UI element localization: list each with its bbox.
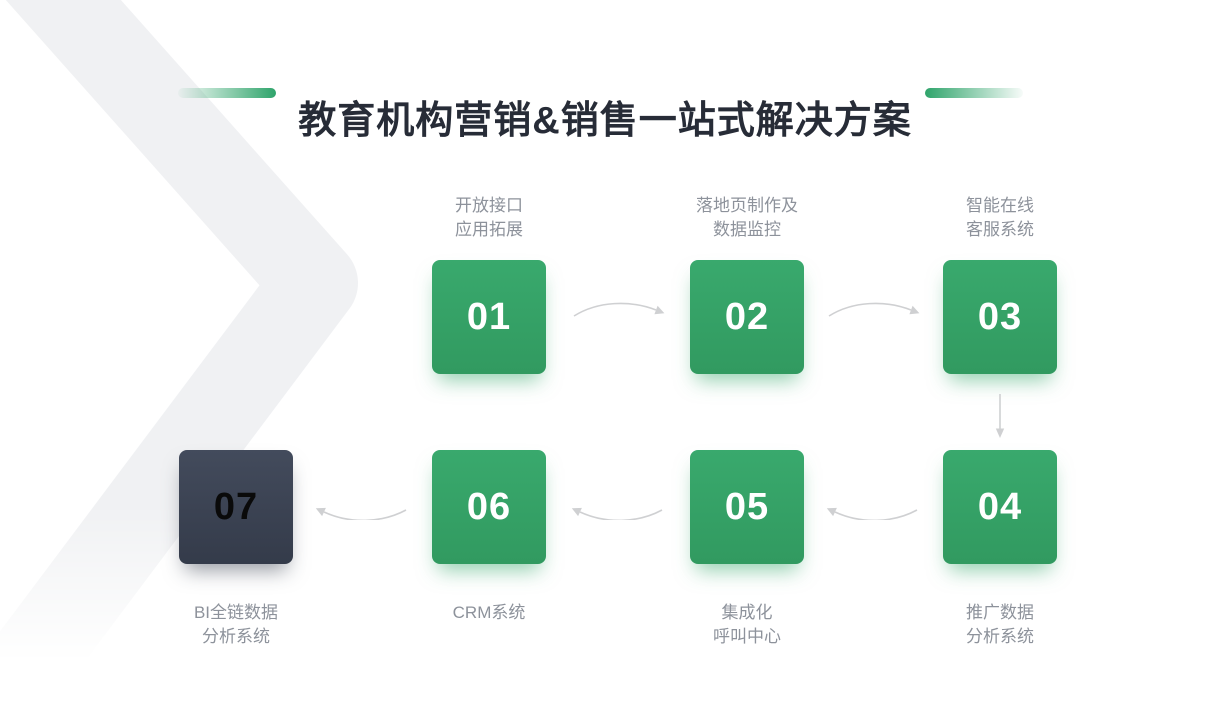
step-05-label-line2: 呼叫中心 (713, 627, 781, 646)
title-dash-left-icon (178, 88, 276, 98)
step-05-number: 05 (724, 485, 770, 528)
step-06-square: 06 (432, 450, 546, 564)
step-07-number: 07 (213, 485, 259, 528)
step-02-label-line1: 落地页制作及 (696, 196, 798, 215)
step-05-label: 集成化 呼叫中心 (637, 601, 857, 649)
step-01-label: 开放接口 应用拓展 (379, 194, 599, 242)
title-dash-right-icon (925, 88, 1023, 98)
step-03-square: 03 (943, 260, 1057, 374)
step-01-square: 01 (432, 260, 546, 374)
curved-arrow-left-icon (315, 507, 407, 520)
step-04-square: 04 (943, 450, 1057, 564)
step-04-label: 推广数据 分析系统 (890, 601, 1110, 649)
step-07-label-line2: 分析系统 (202, 627, 270, 646)
step-06-number: 06 (466, 485, 512, 528)
step-06-label-line1: CRM系统 (452, 603, 526, 622)
step-05-square: 05 (690, 450, 804, 564)
curved-arrow-right-icon (573, 302, 665, 317)
step-02-number: 02 (724, 295, 770, 338)
step-01-number: 01 (466, 295, 512, 338)
step-03-label: 智能在线 客服系统 (890, 194, 1110, 242)
step-03-label-line2: 客服系统 (966, 220, 1034, 239)
curved-arrow-right-icon (828, 302, 920, 317)
curved-arrow-left-icon (571, 507, 663, 520)
step-01-label-line2: 应用拓展 (455, 220, 523, 239)
step-02-label-line2: 数据监控 (713, 220, 781, 239)
chevron-right-icon (0, 0, 358, 720)
step-04-label-line1: 推广数据 (966, 603, 1034, 622)
step-03-number: 03 (977, 295, 1023, 338)
curved-arrow-left-icon (826, 507, 918, 520)
step-04-label-line2: 分析系统 (966, 627, 1034, 646)
step-04-number: 04 (977, 485, 1023, 528)
step-02-label: 落地页制作及 数据监控 (637, 194, 857, 242)
page-title: 教育机构营销&销售一站式解决方案 (298, 100, 912, 143)
step-05-label-line1: 集成化 (721, 603, 773, 622)
step-06-label: CRM系统 (379, 601, 599, 625)
step-02-square: 02 (690, 260, 804, 374)
step-07-label-line1: BI全链数据 (193, 603, 279, 622)
step-07-square: 07 (179, 450, 293, 564)
step-01-label-line1: 开放接口 (455, 196, 523, 215)
step-03-label-line1: 智能在线 (966, 196, 1034, 215)
step-07-label: BI全链数据 分析系统 (126, 601, 346, 649)
arrow-down-icon (995, 394, 1005, 438)
